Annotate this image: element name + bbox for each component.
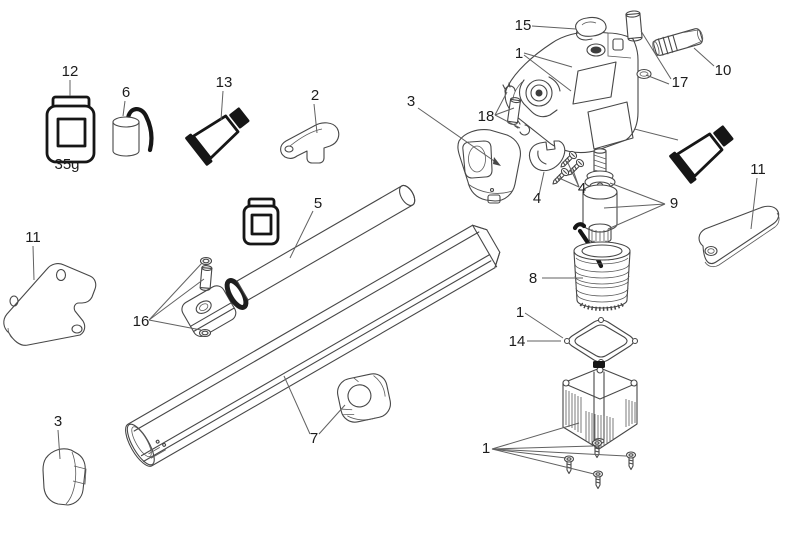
callout-label-2: 2 (311, 87, 319, 104)
callout-label-15: 15 (515, 17, 532, 34)
grease-jar-illustration (45, 95, 96, 164)
callout-label-4-screws: 4 (578, 180, 586, 197)
rotor-illustration (582, 148, 618, 249)
callout-label-14: 14 (509, 333, 526, 350)
callout-4-screws: 4 (558, 160, 586, 197)
pin-and-washers-illustration (198, 256, 213, 338)
callout-6: 6 (122, 84, 130, 117)
grease-jar-small-illustration (242, 197, 280, 246)
callout-label-16: 16 (133, 313, 150, 330)
callout-label-3-endcap: 3 (54, 413, 62, 430)
motor-body-illustration (562, 361, 638, 450)
callout-14: 14 (509, 333, 561, 350)
callout-1-gasket: 1 (516, 304, 564, 339)
callout-label-3-cover: 3 (407, 93, 415, 110)
release-cap-illustration (575, 16, 607, 41)
front-cover-illustration (457, 129, 521, 204)
grease-weight-caption: 35g (54, 156, 79, 173)
adhesive-tube-right-illustration (667, 116, 741, 186)
arrowhead (493, 157, 501, 166)
callout-18: 18 (478, 91, 521, 129)
callout-17: 17 (640, 30, 689, 91)
callout-label-12: 12 (62, 63, 79, 80)
callout-label-8: 8 (529, 270, 537, 287)
callout-label-7: 7 (310, 430, 318, 447)
callout-15: 15 (515, 17, 577, 34)
saddle-clamp-illustration (528, 140, 566, 172)
gear-housing-illustration (504, 31, 639, 154)
tube-collar-illustration (337, 373, 391, 423)
callout-9: 9 (603, 182, 678, 230)
callout-label-13: 13 (216, 74, 233, 91)
callout-10: 10 (693, 47, 732, 79)
callout-label-5: 5 (314, 195, 322, 212)
callout-7: 7 (283, 375, 346, 447)
callout-11-left: 11 (25, 229, 41, 281)
callout-5: 5 (289, 195, 322, 259)
pin-and-o-ring-illustration (625, 10, 652, 80)
callout-4-clamp: 4 (533, 171, 545, 207)
callout-16: 16 (133, 262, 205, 331)
callout-label-18: 18 (478, 108, 495, 125)
adhesive-tube-illustration (183, 98, 257, 168)
outer-tube-illustration (125, 224, 501, 467)
callout-1-motor: 1 (482, 422, 627, 475)
callout-label-1-gasket: 1 (516, 304, 524, 321)
pin-and-circlips-illustration (502, 82, 531, 136)
ribbed-coupling-illustration (652, 28, 704, 56)
callout-13: 13 (216, 74, 233, 121)
callout-1-housing: 1 (515, 45, 573, 92)
flange-gasket-illustration (563, 316, 639, 366)
callout-label-6: 6 (122, 84, 130, 101)
flat-bracket-right-illustration (698, 205, 780, 268)
capacitor-illustration (112, 107, 154, 157)
end-cap-illustration (42, 448, 87, 506)
callout-label-1-housing: 1 (515, 45, 523, 62)
triangular-bracket-left-illustration (3, 263, 97, 346)
release-key-handle-illustration (280, 122, 340, 164)
callout-8: 8 (529, 270, 583, 287)
callout-11-right: 11 (750, 161, 766, 230)
callout-label-11-right: 11 (750, 161, 766, 178)
callout-label-4-clamp: 4 (533, 190, 541, 207)
callout-label-9: 9 (670, 195, 678, 212)
drive-rod-illustration (181, 184, 416, 337)
stator-coil-illustration (572, 222, 631, 311)
callout-label-11-left: 11 (25, 229, 41, 246)
callout-label-10: 10 (715, 62, 732, 79)
callout-2: 2 (311, 87, 319, 134)
callout-12: 12 (62, 63, 79, 96)
motor-screws-illustration (563, 439, 637, 490)
callout-label-1-motor: 1 (482, 440, 490, 457)
callout-3-endcap: 3 (54, 413, 62, 460)
callout-3-cover: 3 (407, 93, 501, 166)
callout-label-17: 17 (672, 74, 689, 91)
